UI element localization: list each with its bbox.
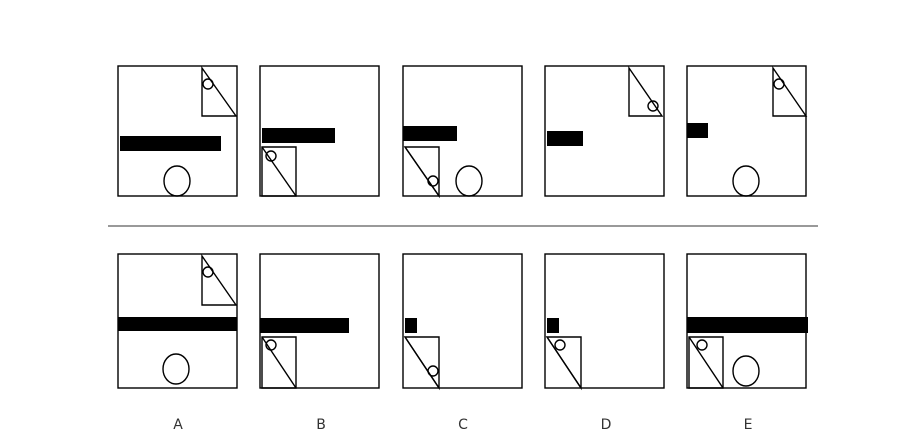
sequence-panel-2	[259, 65, 380, 197]
black-bar	[260, 318, 349, 333]
answer-option-c[interactable]	[402, 253, 523, 391]
panel-frame	[117, 65, 238, 197]
panel-frame	[544, 65, 665, 197]
black-bar	[120, 136, 221, 151]
black-bar	[687, 317, 808, 333]
large-circle	[732, 355, 760, 387]
small-circle	[202, 78, 214, 90]
black-bar	[262, 128, 335, 143]
triangle-edge	[404, 146, 440, 197]
sequence-panel-1	[117, 65, 238, 197]
answer-option-e[interactable]	[686, 253, 808, 389]
sequence-panel-5	[686, 65, 808, 197]
panel-frame	[259, 65, 380, 197]
triangle-edge	[404, 336, 440, 389]
black-bar	[405, 318, 417, 333]
triangle-shape	[628, 65, 664, 117]
answer-label-e: E	[743, 417, 753, 433]
sequence-panel-3	[402, 65, 523, 199]
small-circle	[647, 100, 659, 112]
black-bar	[547, 318, 559, 333]
large-circle	[163, 165, 191, 197]
large-circle	[455, 165, 483, 197]
large-circle	[732, 165, 760, 197]
triangle-diagonal	[261, 146, 297, 197]
triangle-diagonal	[688, 336, 724, 389]
small-circle	[427, 365, 439, 377]
small-circle	[202, 266, 214, 278]
answer-option-a[interactable]	[117, 253, 238, 389]
small-circle	[773, 78, 785, 90]
panel-frame	[402, 253, 523, 389]
black-bar	[403, 126, 457, 141]
black-bar	[687, 123, 708, 138]
sequence-row	[117, 65, 808, 199]
small-circle	[427, 175, 439, 187]
answer-option-b[interactable]	[259, 253, 380, 389]
answer-option-d[interactable]	[544, 253, 665, 391]
large-circle	[162, 353, 190, 385]
small-circle	[265, 339, 277, 351]
answer-label-d: D	[600, 417, 612, 433]
triangle-diagonal	[261, 336, 297, 389]
triangle-shape	[201, 65, 238, 117]
answer-row	[117, 253, 808, 391]
panel-frame	[544, 253, 665, 389]
small-circle	[696, 339, 708, 351]
black-bar	[547, 131, 583, 146]
answer-label-a: A	[173, 417, 183, 433]
small-circle	[554, 339, 566, 351]
sequence-panel-4	[544, 65, 665, 197]
answer-label-b: B	[316, 417, 326, 433]
small-circle	[265, 150, 277, 162]
triangle-shape	[201, 253, 238, 306]
black-bar	[118, 317, 237, 331]
triangle-edge	[546, 336, 582, 389]
answer-label-c: C	[458, 417, 468, 433]
triangle-shape	[772, 65, 808, 117]
